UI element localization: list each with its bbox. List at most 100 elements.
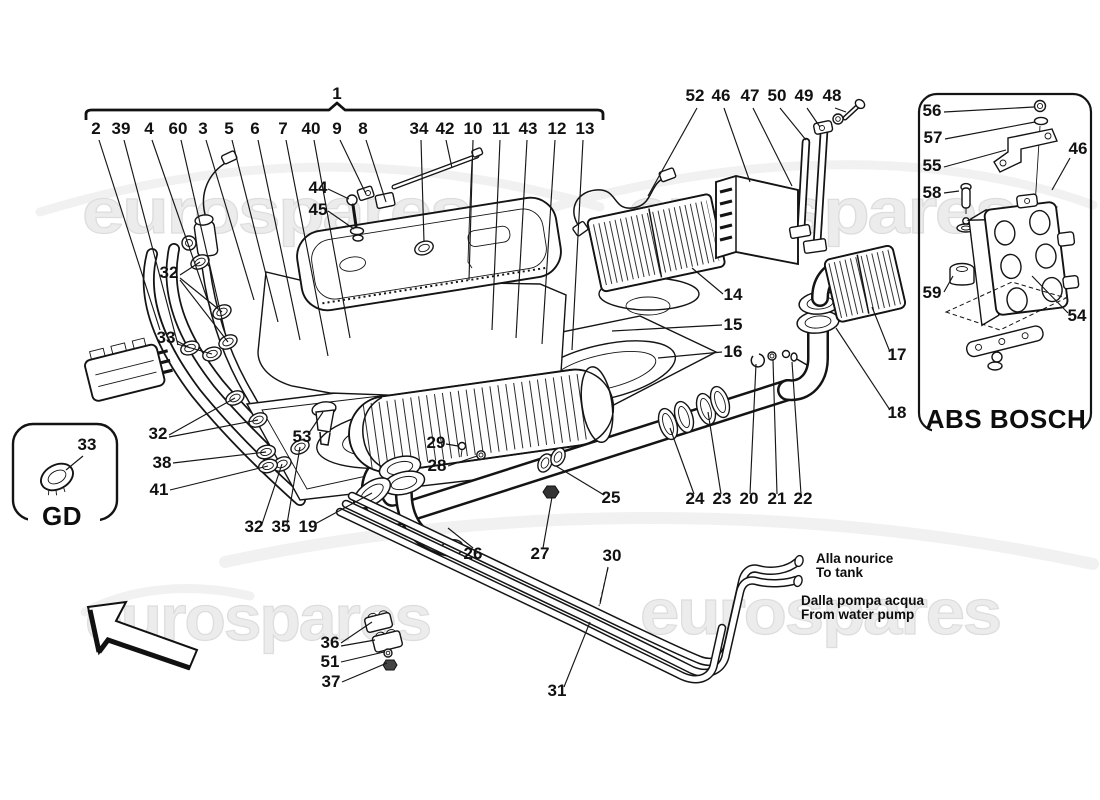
leader-line (944, 121, 1036, 140)
part-number-label: 33 (157, 328, 176, 347)
group-bracket (84, 101, 605, 120)
part-number-label: 32 (160, 263, 179, 282)
part-number-label: 58 (923, 183, 942, 202)
pipe-clamps-drawing (364, 610, 403, 671)
part-number-label: 10 (464, 119, 483, 138)
leader-line (231, 139, 279, 323)
leader-line (468, 139, 474, 281)
part-number-label: 12 (548, 119, 567, 138)
note-to-tank-it: Alla nourice (816, 551, 894, 566)
part-number-label: 44 (309, 178, 328, 197)
water-pipes-drawing (335, 491, 804, 684)
part-number-label: 33 (78, 435, 97, 454)
part-number-label: 35 (272, 517, 291, 536)
control-unit-drawing (715, 98, 866, 266)
leader-line (691, 267, 724, 295)
part-number-label: 51 (321, 652, 340, 671)
leader-line (340, 621, 373, 644)
part-number-label: 15 (724, 315, 743, 334)
leader-line (169, 465, 269, 491)
leader-line (286, 446, 301, 525)
part-number-label: 9 (332, 119, 341, 138)
leader-line (943, 275, 954, 293)
leader-line (447, 527, 474, 549)
part-number-label: 14 (724, 285, 743, 304)
part-number-label: 53 (293, 427, 312, 446)
leader-line (943, 106, 1035, 113)
part-number-label: 1 (332, 84, 341, 103)
leader-line (571, 139, 584, 351)
leader-line (180, 139, 226, 333)
leader-line (943, 149, 1007, 168)
leader-line (1031, 275, 1069, 314)
part-number-label: 36 (321, 633, 340, 652)
part-number-label: 39 (112, 119, 131, 138)
leader-line (669, 427, 695, 495)
part-number-label: 27 (531, 544, 550, 563)
part-number-label: 48 (823, 86, 842, 105)
leader-line (365, 139, 387, 203)
part-number-label: 8 (358, 119, 367, 138)
leader-line (257, 139, 301, 341)
leader-line (447, 455, 478, 467)
part-number-label: 45 (309, 200, 328, 219)
part-number-label: 21 (768, 489, 787, 508)
part-number-label: 56 (923, 101, 942, 120)
part-number-label: 24 (686, 489, 705, 508)
leader-line (723, 107, 751, 183)
direction-arrow (86, 600, 199, 671)
gd-inset: GD (11, 422, 119, 531)
leader-line (205, 139, 255, 301)
part-number-label: 49 (795, 86, 814, 105)
leader-line (791, 361, 802, 495)
evaporator-core-drawing (348, 366, 615, 474)
part-number-label: 41 (150, 480, 169, 499)
leader-line (168, 397, 236, 436)
part-number-label: 4 (144, 119, 154, 138)
part-number-label: 50 (768, 86, 787, 105)
leader-line (491, 139, 501, 331)
leader-line (834, 107, 847, 113)
air-intake-grille-drawing (586, 193, 726, 293)
leader-line (707, 411, 722, 495)
part-number-label: 32 (245, 517, 264, 536)
leader-line (835, 327, 891, 411)
part-number-label: 46 (712, 86, 731, 105)
leader-line (599, 566, 609, 605)
leader-line (563, 621, 591, 688)
leader-line (555, 465, 605, 496)
part-number-label: 2 (91, 119, 100, 138)
leader-line (752, 107, 793, 187)
part-number-label: 28 (428, 456, 447, 475)
part-number-label: 22 (794, 489, 813, 508)
part-number-label: 6 (250, 119, 259, 138)
part-number-label: 59 (923, 283, 942, 302)
part-number-label: 60 (169, 119, 188, 138)
note-from-pump-en: From water pump (801, 607, 914, 622)
leader-line (445, 139, 453, 169)
leader-line (749, 363, 757, 495)
leader-line (261, 463, 283, 525)
sensor-cable-drawing (572, 167, 677, 237)
electrical-connector-drawing (84, 337, 173, 402)
leader-line (542, 496, 553, 549)
note-from-pump-it: Dalla pompa acqua (801, 593, 925, 608)
leader-line (179, 277, 223, 313)
leader-line (172, 451, 267, 464)
leader-line (168, 419, 259, 438)
leader-line (541, 139, 556, 345)
gd-inset-title: GD (42, 501, 82, 531)
part-number-label: 11 (492, 119, 510, 138)
leader-lines (65, 106, 1071, 688)
leader-line (779, 107, 807, 141)
part-number-label: 46 (1069, 139, 1088, 158)
part-number-label: 52 (686, 86, 705, 105)
heater-evaporator-unit-drawing (257, 196, 615, 474)
part-number-label: 19 (299, 517, 318, 536)
abs-unit-drawing (966, 193, 1080, 327)
abs-inset-title: ABS BOSCH (926, 404, 1087, 434)
part-number-label: 26 (464, 544, 483, 563)
